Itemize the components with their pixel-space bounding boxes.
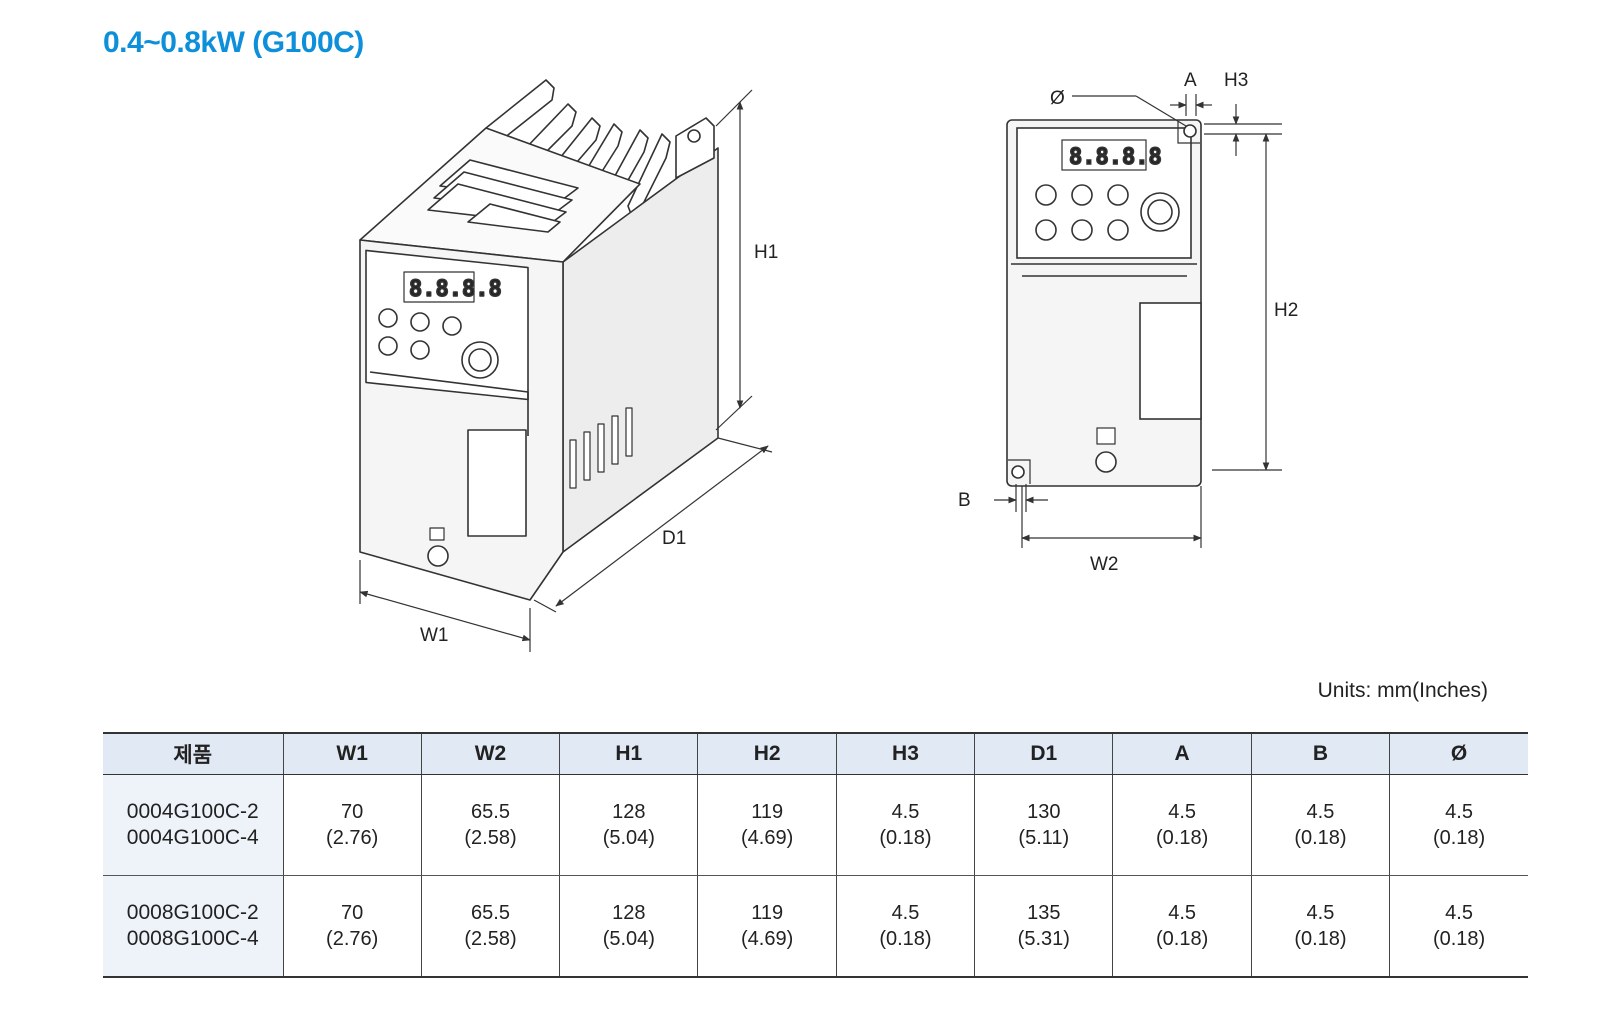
inverter-isometric-drawing: 8.8.8.8 <box>359 79 719 601</box>
value-cell-b: 4.5(0.18) <box>1250 875 1390 978</box>
label-h2: H2 <box>1274 300 1298 321</box>
table-header-row: 제품 W1 W2 H1 H2 H3 D1 A B Ø <box>103 732 1528 775</box>
value-cell-h2: 119(4.69) <box>697 875 837 978</box>
header-product: 제품 <box>103 732 283 775</box>
label-h3: H3 <box>1224 70 1248 91</box>
led-display <box>403 271 475 303</box>
value-cell-h1: 128(5.04) <box>559 875 698 978</box>
top-vents <box>427 159 579 233</box>
value-cell-d1: 135(5.31) <box>974 875 1113 978</box>
led-display-front <box>1061 139 1147 171</box>
value-cell-h2: 119(4.69) <box>697 774 837 876</box>
header-d1: D1 <box>974 732 1113 775</box>
header-b: B <box>1250 732 1390 775</box>
inverter-front-view-drawing: 8.8.8.8 <box>1006 119 1202 487</box>
display-digits: 8.8.8.8 <box>409 277 502 302</box>
mount-hole-bottom <box>1011 465 1025 479</box>
value-cell-w1: 70(2.76) <box>282 774 422 876</box>
value-cell-w2: 65.5(2.58) <box>420 875 560 978</box>
front-screw <box>1095 451 1117 473</box>
dimension-drawings: 8.8.8.8 H1 D1 W1 <box>359 70 1298 652</box>
header-h3: H3 <box>835 732 975 775</box>
label-phi: Ø <box>1050 88 1065 109</box>
mounting-tab <box>675 117 715 179</box>
right-dimensions <box>994 94 1282 548</box>
header-w1: W1 <box>282 732 422 775</box>
value-cell-a: 4.5(0.18) <box>1112 875 1252 978</box>
mount-hole-top <box>1183 124 1197 138</box>
value-cell-h1: 128(5.04) <box>559 774 698 876</box>
value-cell-w1: 70(2.76) <box>282 875 422 978</box>
left-dimensions <box>359 89 773 652</box>
value-cell-a: 4.5(0.18) <box>1112 774 1252 876</box>
value-cell-h3: 4.5(0.18) <box>835 875 975 978</box>
display-digits-front: 8.8.8.8 <box>1069 145 1162 170</box>
label-a: A <box>1184 70 1197 91</box>
front-terminal-cover <box>1139 302 1202 420</box>
header-h1: H1 <box>559 732 698 775</box>
header-w2: W2 <box>420 732 560 775</box>
page-title: 0.4~0.8kW (G100C) <box>103 26 364 59</box>
door-line <box>1011 263 1197 277</box>
value-cell-w2: 65.5(2.58) <box>420 774 560 876</box>
label-h1: H1 <box>754 242 778 263</box>
bottom-screw <box>427 545 449 567</box>
value-cell-d1: 130(5.11) <box>974 774 1113 876</box>
label-w2: W2 <box>1090 554 1119 575</box>
value-cell-phi: 4.5(0.18) <box>1389 774 1528 876</box>
label-d1: D1 <box>662 528 686 549</box>
header-h2: H2 <box>697 732 837 775</box>
header-phi: Ø <box>1389 732 1528 775</box>
value-cell-h3: 4.5(0.18) <box>835 774 975 876</box>
label-w1: W1 <box>420 625 449 646</box>
value-cell-phi: 4.5(0.18) <box>1389 875 1528 978</box>
terminal-cover <box>467 429 527 537</box>
header-a: A <box>1112 732 1252 775</box>
keypad-buttons <box>378 308 462 360</box>
label-b: B <box>958 490 971 511</box>
value-cell-b: 4.5(0.18) <box>1250 774 1390 876</box>
units-note: Units: mm(Inches) <box>1317 679 1488 702</box>
front-buttons <box>1035 184 1129 241</box>
front-door <box>369 371 529 436</box>
